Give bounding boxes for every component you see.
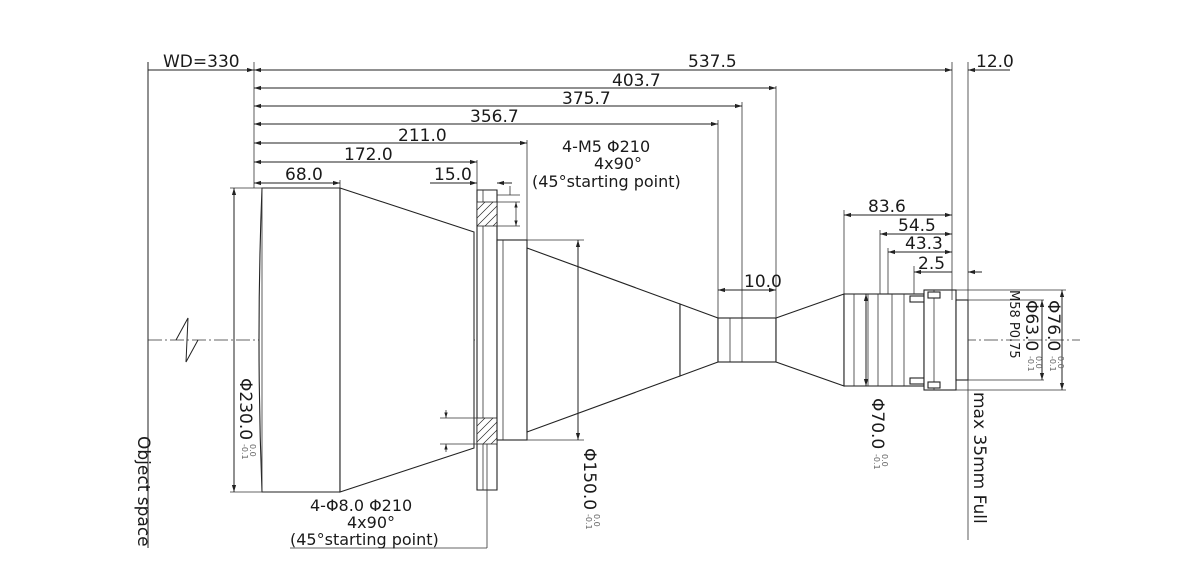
svg-text:Object space: Object space	[133, 436, 153, 547]
diameter-70-label: Φ70.0 0.0 -0.1	[867, 398, 889, 470]
diameter-76-label: Φ76.0 0.0 -0.1	[1043, 300, 1065, 372]
m5-note-line1: 4-M5 Φ210	[562, 137, 650, 156]
dim-83-6: 83.6	[868, 197, 906, 217]
diameter-150-label: Φ150.0 0.0 -0.1	[579, 448, 601, 530]
svg-text:0.0: 0.0	[880, 454, 889, 467]
dim-403-7: 403.7	[612, 71, 661, 91]
hole-note-line1: 4-Φ8.0 Φ210	[310, 496, 412, 515]
lens-body	[258, 187, 969, 493]
dim-12-0: 12.0	[976, 52, 1014, 72]
diameter-63-label: Φ63.0 0.0 -0.1	[1021, 300, 1043, 372]
svg-text:Φ230.0: Φ230.0	[235, 378, 255, 440]
dim-68-0: 68.0	[285, 165, 323, 185]
dim-43-3: 43.3	[905, 234, 943, 254]
svg-text:-0.1: -0.1	[240, 444, 249, 460]
rear-extension-lines	[843, 62, 1066, 540]
svg-text:-0.1: -0.1	[584, 514, 593, 530]
m5-note-line3: (45°starting point)	[532, 172, 681, 191]
horizontal-dimension-lines	[148, 67, 1010, 293]
left-extension-lines	[230, 62, 880, 493]
svg-text:0.0: 0.0	[1034, 356, 1043, 369]
svg-text:-0.1: -0.1	[1048, 356, 1057, 372]
svg-text:Φ63.0: Φ63.0	[1021, 300, 1041, 351]
svg-text:-0.1: -0.1	[1026, 356, 1035, 372]
dim-2-5: 2.5	[918, 254, 945, 274]
dim-537-5: 537.5	[688, 52, 737, 72]
svg-text:0.0: 0.0	[1056, 356, 1065, 369]
svg-text:-0.1: -0.1	[872, 454, 881, 470]
dim-356-7: 356.7	[470, 107, 519, 127]
vertical-dimension-lines	[231, 188, 1065, 492]
hole-note-line2: 4x90°	[347, 513, 395, 532]
diameter-230-label: Φ230.0 0.0 -0.1	[235, 378, 257, 460]
dim-172-0: 172.0	[344, 145, 393, 165]
dim-10-0: 10.0	[744, 272, 782, 292]
svg-text:Φ70.0: Φ70.0	[867, 398, 887, 449]
object-space-label: Object space	[133, 436, 153, 547]
svg-text:0.0: 0.0	[592, 514, 601, 527]
svg-text:max 35mm Full: max 35mm Full	[969, 392, 989, 524]
dim-54-5: 54.5	[898, 216, 936, 236]
hole-note-line3: (45°starting point)	[290, 530, 439, 549]
dim-375-7: 375.7	[562, 89, 611, 109]
svg-text:0.0: 0.0	[248, 444, 257, 457]
svg-text:M58 P0.75: M58 P0.75	[1006, 290, 1021, 359]
flange-m5-slot	[476, 201, 498, 227]
dim-15-0: 15.0	[434, 165, 472, 185]
sensor-format-label: max 35mm Full	[969, 392, 989, 524]
svg-text:Φ150.0: Φ150.0	[579, 448, 599, 510]
m5-note-line2: 4x90°	[594, 154, 642, 173]
wd-label: WD=330	[163, 52, 240, 72]
svg-text:Φ76.0: Φ76.0	[1043, 300, 1063, 351]
flange-detail-leaders	[290, 186, 520, 549]
dim-211-0: 211.0	[398, 126, 447, 146]
thread-m58-label: M58 P0.75	[1006, 290, 1021, 359]
